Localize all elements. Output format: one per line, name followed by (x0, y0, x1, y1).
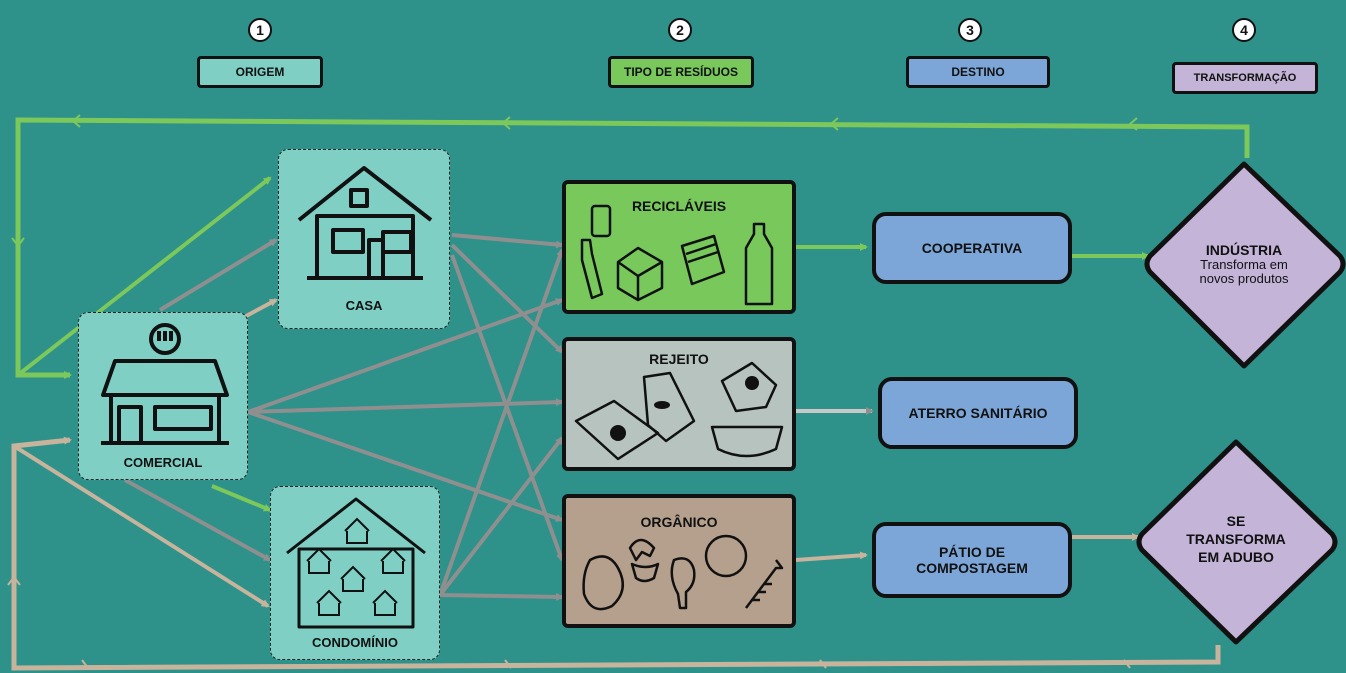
step-number-3: 3 (958, 18, 982, 42)
transformation-industria: INDÚSTRIA Transforma em novos produtos (1140, 158, 1346, 372)
tan-loop-condominio (12, 444, 270, 608)
waste-rejeito: REJEITO (562, 337, 796, 471)
reject-waste-icon (574, 361, 784, 461)
organic-waste-icon (582, 534, 784, 611)
header-origem: ORIGEM (197, 56, 323, 88)
loop-tick-marks (11, 114, 1138, 248)
organico-to-patio (795, 551, 868, 562)
header-destino: DESTINO (906, 56, 1050, 88)
step-number-2: 2 (668, 18, 692, 42)
condominium-icon (286, 497, 426, 629)
industria-diamond (1144, 161, 1346, 369)
destination-patio: PÁTIO DE COMPOSTAGEM (872, 522, 1072, 598)
industria-title: INDÚSTRIA (1205, 242, 1283, 258)
origin-condominio-label: CONDOMÍNIO (312, 635, 398, 650)
origin-comercial-label: COMERCIAL (123, 455, 203, 470)
origin-casa-label: CASA (345, 298, 383, 313)
waste-reciclaveis-label: RECICLÁVEIS (631, 198, 727, 214)
destination-cooperativa: COOPERATIVA (872, 212, 1072, 284)
origin-to-waste-lines (247, 233, 564, 601)
comercial-to-casa-gray (158, 238, 278, 312)
step-number-4: 4 (1232, 18, 1256, 42)
tan-loop-tick-marks (7, 575, 1131, 669)
header-transformacao: TRANSFORMAÇÃO (1172, 62, 1318, 94)
green-loop-comercial (16, 176, 272, 377)
origin-condominio: CONDOMÍNIO (270, 486, 440, 660)
adubo-diamond (1136, 439, 1338, 645)
comercial-to-condominio-gray (124, 478, 272, 562)
origin-comercial: COMERCIAL (78, 312, 248, 480)
adubo-label: SE TRANSFORMA EM ADUBO (1186, 513, 1286, 565)
store-icon (101, 323, 229, 445)
destination-aterro: ATERRO SANITÁRIO (878, 377, 1078, 449)
waste-rejeito-label: REJEITO (649, 351, 709, 367)
waste-organico-label: ORGÂNICO (640, 514, 718, 530)
industria-subtitle: Transforma em novos produtos (1199, 257, 1289, 286)
origin-casa: CASA (278, 149, 450, 329)
step-number-1: 1 (248, 18, 272, 42)
waste-reciclaveis: RECICLÁVEIS (562, 180, 796, 314)
transformation-adubo: SE TRANSFORMA EM ADUBO (1130, 436, 1342, 648)
recyclables-icon (580, 204, 774, 306)
waste-organico: ORGÂNICO (562, 494, 796, 628)
house-icon (297, 166, 433, 280)
tan-loop (11, 436, 1221, 671)
header-tipo-residuos: TIPO DE RESÍDUOS (608, 56, 754, 88)
comercial-to-condominio-green (211, 484, 272, 512)
green-loop (15, 117, 1250, 379)
